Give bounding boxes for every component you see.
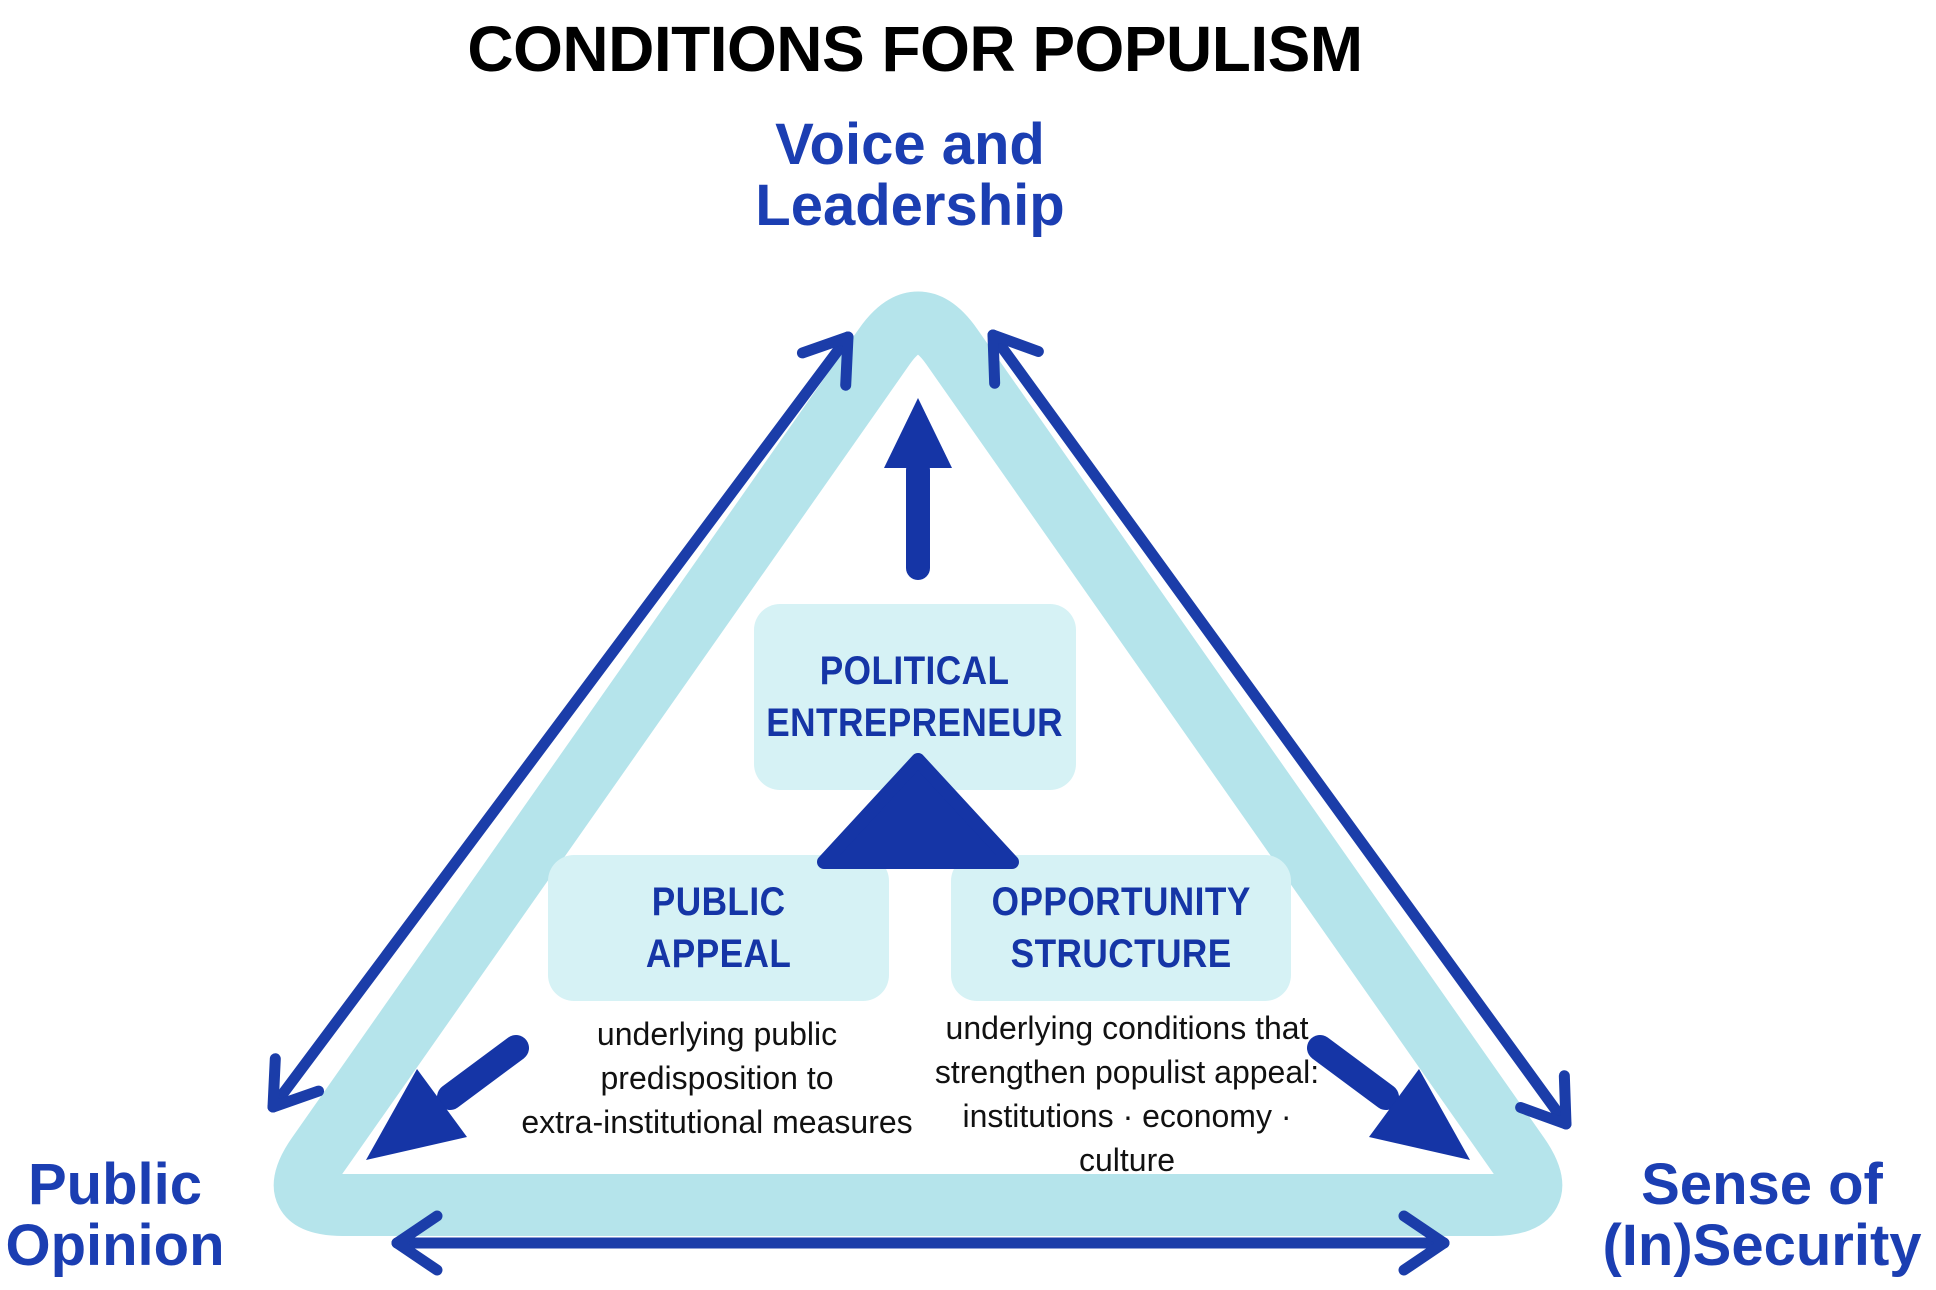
vertex-br-line2: (In)Security <box>1602 1213 1922 1278</box>
public-appeal-label: PUBLIC APPEAL <box>645 880 792 976</box>
vertex-label-sense-of-insecurity: Sense of (In)Security <box>1562 1154 1936 1276</box>
opportunity-structure-description: underlying conditions that strengthen po… <box>934 1010 1320 1178</box>
political-entrepreneur-label: POLITICAL ENTREPRENEUR <box>766 649 1064 745</box>
public-appeal-box: PUBLIC APPEAL <box>548 855 889 1001</box>
vertex-bl-line2: Opinion <box>5 1213 225 1278</box>
right-edge-bidirectional-arrow-icon <box>987 329 1572 1130</box>
left-edge-bidirectional-arrow-icon <box>267 331 854 1113</box>
vertex-label-voice-leadership: Voice and Leadership <box>705 114 1115 236</box>
vertex-label-public-opinion: Public Opinion <box>0 1154 240 1276</box>
opportunity-structure-box: OPPORTUNITY STRUCTURE <box>951 855 1291 1001</box>
opportunity-structure-label: OPPORTUNITY STRUCTURE <box>991 880 1251 976</box>
political-entrepreneur-box: POLITICAL ENTREPRENEUR <box>754 604 1076 790</box>
vertex-top-line2: Leadership <box>755 173 1065 238</box>
triangle-band-icon <box>273 291 1563 1236</box>
diagram-title: CONDITIONS FOR POPULISM <box>467 13 1363 85</box>
vertex-br-line1: Sense of <box>1641 1152 1883 1217</box>
vertex-bl-line1: Public <box>27 1152 203 1217</box>
public-appeal-description: underlying public predisposition to extr… <box>521 1016 913 1140</box>
vertex-top-line1: Voice and <box>775 112 1045 177</box>
